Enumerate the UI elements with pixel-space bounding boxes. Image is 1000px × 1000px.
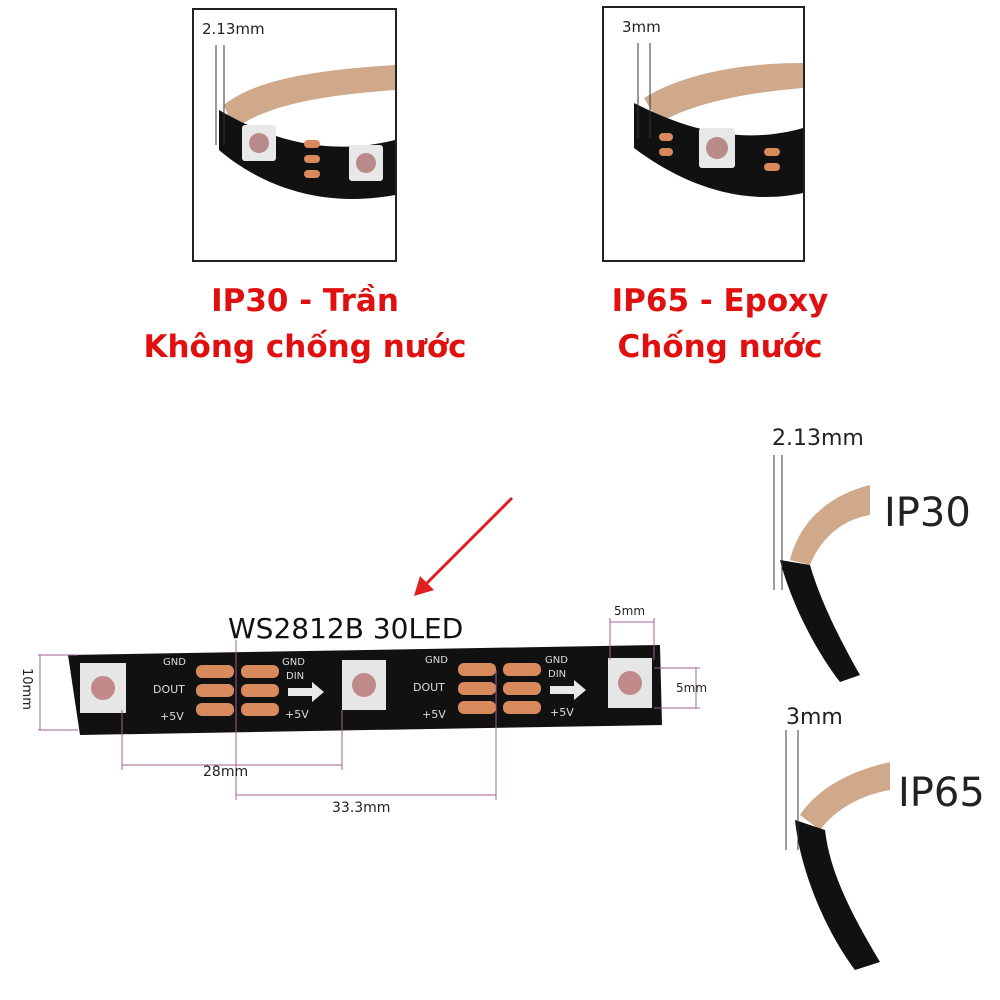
- ip30-photo: 2.13mm: [192, 8, 397, 262]
- ip65-caption-line1: IP65 - Epoxy: [611, 283, 829, 319]
- ip30-dimension-label: 2.13mm: [202, 20, 265, 38]
- ip65-photo: 3mm: [602, 6, 805, 262]
- side-ip65-dimension-label: 3mm: [786, 705, 843, 730]
- pad-label-5v-3: +5V: [422, 708, 446, 721]
- pad-label-dout-2: DOUT: [413, 681, 445, 694]
- pad-label-5v-1: +5V: [160, 710, 184, 723]
- side-ip65-strip-illustration: [785, 730, 890, 970]
- red-arrow-icon: [414, 496, 514, 596]
- ip65-strip-illustration: [634, 43, 803, 197]
- ip30-caption-line2: Không chống nước: [143, 329, 467, 365]
- pad-label-dout-1: DOUT: [153, 683, 185, 696]
- ip30-caption-line1: IP30 - Trần: [211, 283, 399, 319]
- side-ip30-label: IP30: [884, 490, 971, 536]
- ip65-caption: IP65 - Epoxy Chống nước: [555, 278, 885, 370]
- led-height-dimension-label: 5mm: [676, 681, 708, 695]
- side-ip30-strip-illustration: [773, 455, 870, 682]
- pitch-a-dimension-label: 28mm: [203, 764, 249, 780]
- pad-label-5v-4: +5V: [550, 706, 574, 719]
- pad-label-gnd-2: GND: [282, 657, 305, 668]
- pad-label-gnd-1: GND: [163, 657, 186, 668]
- pitch-b-dimension-label: 33.3mm: [332, 800, 391, 816]
- ws2812b-strip-diagram: [38, 618, 700, 800]
- pad-label-5v-2: +5V: [285, 708, 309, 721]
- led-width-dimension-label: 5mm: [614, 604, 646, 618]
- pad-label-gnd-3: GND: [425, 655, 448, 666]
- side-ip30-dimension-label: 2.13mm: [772, 426, 864, 451]
- pad-label-din-1: DIN: [286, 671, 305, 682]
- ip30-strip-illustration: [215, 45, 395, 199]
- ip65-dimension-label: 3mm: [622, 18, 661, 36]
- height-dimension-label: 10mm: [19, 668, 34, 710]
- pad-label-gnd-4: GND: [545, 655, 568, 666]
- ip65-caption-line2: Chống nước: [617, 329, 823, 365]
- side-ip65-label: IP65: [898, 770, 985, 816]
- ip30-caption: IP30 - Trần Không chống nước: [120, 278, 490, 370]
- diagram-title: WS2812B 30LED: [228, 612, 464, 645]
- pad-label-din-2: DIN: [548, 669, 567, 680]
